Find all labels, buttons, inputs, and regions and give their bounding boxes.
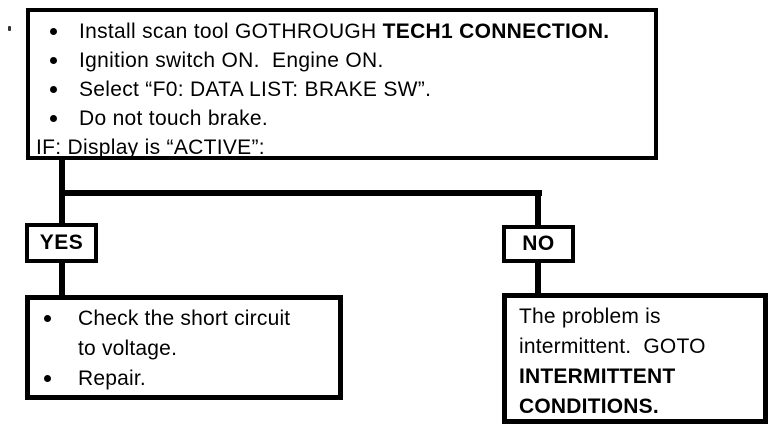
instruction-text-regular: Do not touch brake. [79, 107, 268, 130]
instruction-text-regular: Ignition switch ON. Engine ON. [79, 49, 384, 72]
yes-label-text: YES [39, 231, 84, 254]
bullet-icon [44, 375, 51, 382]
result-item: Repair. [30, 364, 338, 394]
connector-yes-result-line [59, 263, 65, 295]
result-item: Check the short circuit to voltage. [30, 304, 338, 364]
instruction-item: Do not touch brake. [30, 104, 654, 133]
result-text-bold: INTERMITTENT CONDITIONS. [519, 365, 682, 418]
yes-result-box: Check the short circuit to voltage. Repa… [25, 295, 343, 400]
result-text: Repair. [78, 367, 146, 390]
result-text: Check the short circuit to voltage. [78, 307, 297, 360]
bullet-icon [50, 115, 57, 122]
bullet-icon [44, 315, 51, 322]
no-label-text: NO [522, 232, 555, 255]
instruction-text-regular: Install scan tool GOTHROUGH [79, 20, 383, 43]
connector-no-result-line [535, 263, 541, 293]
instruction-text: Select “F0: DATA LIST: BRAKE SW”. [79, 75, 431, 104]
instruction-box: Install scan tool GOTHROUGH TECH1 CONNEC… [26, 8, 658, 160]
instruction-text: Install scan tool GOTHROUGH TECH1 CONNEC… [79, 17, 609, 46]
connector-no-drop-line [535, 190, 541, 225]
no-branch-label: NO [502, 225, 575, 263]
instruction-text-regular: Select “F0: DATA LIST: BRAKE SW”. [79, 78, 432, 101]
yes-branch-label: YES [25, 223, 98, 263]
instruction-text-bold: TECH1 CONNECTION. [382, 20, 610, 43]
no-result-box: The problem is intermittent. GOTO INTERM… [502, 293, 768, 424]
scan-artifact-mark [8, 26, 11, 31]
connector-horizontal-line [59, 190, 542, 196]
instruction-text: Ignition switch ON. Engine ON. [79, 46, 384, 75]
bullet-icon [50, 86, 57, 93]
result-text-regular: The problem is intermittent. GOTO [519, 305, 712, 358]
instruction-text: Do not touch brake. [79, 104, 268, 133]
bullet-icon [50, 28, 57, 35]
result-text: The problem is intermittent. GOTO INTERM… [519, 302, 744, 422]
condition-text: IF: Display is “ACTIVE”: [36, 136, 265, 159]
instruction-item: Select “F0: DATA LIST: BRAKE SW”. [30, 75, 654, 104]
instruction-item: Ignition switch ON. Engine ON. [30, 46, 654, 75]
instruction-item: Install scan tool GOTHROUGH TECH1 CONNEC… [30, 17, 654, 46]
bullet-icon [50, 57, 57, 64]
